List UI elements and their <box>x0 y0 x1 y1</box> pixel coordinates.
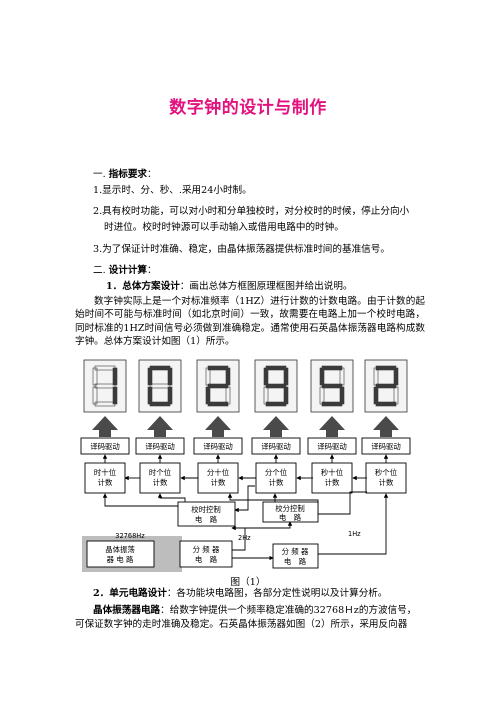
counter-box <box>255 462 297 494</box>
decoder-box <box>80 437 130 455</box>
overview-paragraph: 数字钟实际上是一个对标准频率（1HZ）进行计数的计数电路。由于计数的起始时间不可… <box>75 296 425 348</box>
crystal-head: 晶体振荡器电路 <box>93 605 161 616</box>
crystal-line-1: 晶体振荡器电路：给数字钟提供一个频率稳定准确的32768Ｈz的方波信号， <box>93 604 416 617</box>
decoder-label: 译码驱动 <box>261 442 291 451</box>
section2-head: 设计计算 <box>108 265 148 276</box>
counter-box <box>139 462 181 494</box>
decoder-box <box>307 437 357 455</box>
counter-label: 分个位 <box>265 468 288 477</box>
counter-label: 计数 <box>269 478 284 487</box>
freq-1hz-label: 1Hz <box>348 530 361 538</box>
overall-design-text: ：画出总体方框图原理框图并给出说明。 <box>179 281 353 292</box>
section1-colon: ： <box>147 169 157 180</box>
page-title: 数字钟的设计与制作 <box>169 98 327 118</box>
seven-segment-digit <box>254 359 298 413</box>
hour-control-label-2: 电 路 <box>195 515 218 524</box>
counter-label: 秒个位 <box>375 468 398 477</box>
section2-num: 二. <box>93 265 106 276</box>
req-item-3: 3.为了保证计时准确、稳定，由晶体振荡器提供标准时间的基准信号。 <box>93 244 390 255</box>
unit-design-head: 2．单元电路设计 <box>93 588 167 599</box>
section1-heading: 一.指标要求： <box>93 168 157 181</box>
crystal-line-2: 可保证数字钟的走时准确及稳定。石英晶体振荡器如图（2）所示，采用反向器 <box>75 619 408 630</box>
counter-label: 计数 <box>379 478 394 487</box>
seven-segment-digit <box>310 359 354 413</box>
decoder-label: 译码驱动 <box>371 442 401 451</box>
seven-segment-digit <box>364 359 408 413</box>
oscillator-label-1: 晶体振荡 <box>105 545 135 554</box>
figure-caption: 图（1） <box>230 577 266 588</box>
minute-control-label-1: 校分控制 <box>275 504 305 513</box>
counter-box <box>365 462 407 494</box>
decoder-label: 译码驱动 <box>90 442 120 451</box>
decoder-box <box>251 437 301 455</box>
counter-label: 计数 <box>211 478 226 487</box>
counter-label: 时个位 <box>149 468 172 477</box>
up-arrow-icon <box>319 416 345 437</box>
minute-control-box <box>262 501 319 523</box>
counter-label: 秒十位 <box>321 468 344 477</box>
overall-design-line: 1．总体方案设计：画出总体方框图原理框图并给出说明。 <box>106 280 353 293</box>
up-arrow-icon <box>147 416 173 437</box>
oscillator-label-2: 器 电 路 <box>107 555 134 564</box>
decoder-box <box>135 437 185 455</box>
counter-label: 分十位 <box>207 468 230 477</box>
decoder-box <box>193 437 243 455</box>
hour-control-box <box>177 501 236 527</box>
crystal-text-1: ：给数字钟提供一个频率稳定准确的32768Ｈz的方波信号， <box>160 605 417 616</box>
decoder-label: 译码驱动 <box>203 442 233 451</box>
oscillator-box <box>86 540 155 568</box>
overall-design-head: 1．总体方案设计 <box>106 281 180 292</box>
divider1-box <box>179 540 233 568</box>
divider1-label-2: 电 路 <box>195 555 218 564</box>
seven-segment-digit <box>138 359 182 413</box>
divider2-box <box>272 543 319 569</box>
decoder-label: 译码驱动 <box>317 442 347 451</box>
counter-box <box>197 462 239 494</box>
hour-control-label-1: 校时控制 <box>191 505 221 514</box>
block-diagram: 译码驱动译码驱动译码驱动译码驱动译码驱动译码驱动 时十位计数时个位计数分十位计数… <box>80 358 420 576</box>
up-arrow-icon <box>263 416 289 437</box>
divider2-label-1: 分 频 器 <box>282 547 309 556</box>
section1-num: 一. <box>93 169 106 180</box>
counter-label: 计数 <box>98 478 113 487</box>
decoder-box <box>361 437 411 455</box>
divider1-label-1: 分 频 器 <box>193 545 220 554</box>
counter-label: 计数 <box>153 478 168 487</box>
up-arrow-icon <box>373 416 399 437</box>
counter-label: 时十位 <box>94 468 117 477</box>
section1-head: 指标要求 <box>108 169 148 180</box>
seven-segment-displays <box>83 359 408 413</box>
req-item-1: 1.显示时、分、秒、.采用24小时制。 <box>93 185 252 196</box>
req-item-2: 2.具有校时功能，可以对小时和分单独校时，对分校时的时候，停止分向小 <box>93 206 410 217</box>
counter-box <box>84 462 126 494</box>
decoder-boxes: 译码驱动 译码驱动 译码驱动 译码驱动 译码驱动 译码驱动 <box>80 437 411 455</box>
decoder-label: 译码驱动 <box>145 442 175 451</box>
up-arrow-icon <box>92 416 118 437</box>
seven-segment-digit <box>196 359 240 413</box>
unit-design-line: 2．单元电路设计：各功能块电路图，各部分定性说明以及计算分析。 <box>93 587 388 600</box>
up-arrow-icon <box>205 416 231 437</box>
counter-label: 计数 <box>325 478 340 487</box>
seven-segment-digit <box>83 359 127 413</box>
freq-2hz-label: 2Hz <box>238 534 251 542</box>
section2-heading: 二.设计计算： <box>93 264 157 277</box>
section2-colon: ： <box>147 265 157 276</box>
minute-control-label-2: 电 路 <box>279 513 302 522</box>
unit-design-text: ：各功能块电路图，各部分定性说明以及计算分析。 <box>166 588 388 599</box>
freq-32768-label: 32768Hz <box>115 532 145 540</box>
req-item-2-cont: 时进位。校时时钟源可以手动输入或借用电路中的时钟。 <box>104 222 344 233</box>
display-arrows <box>92 416 399 437</box>
divider2-label-2: 电 路 <box>284 557 307 566</box>
